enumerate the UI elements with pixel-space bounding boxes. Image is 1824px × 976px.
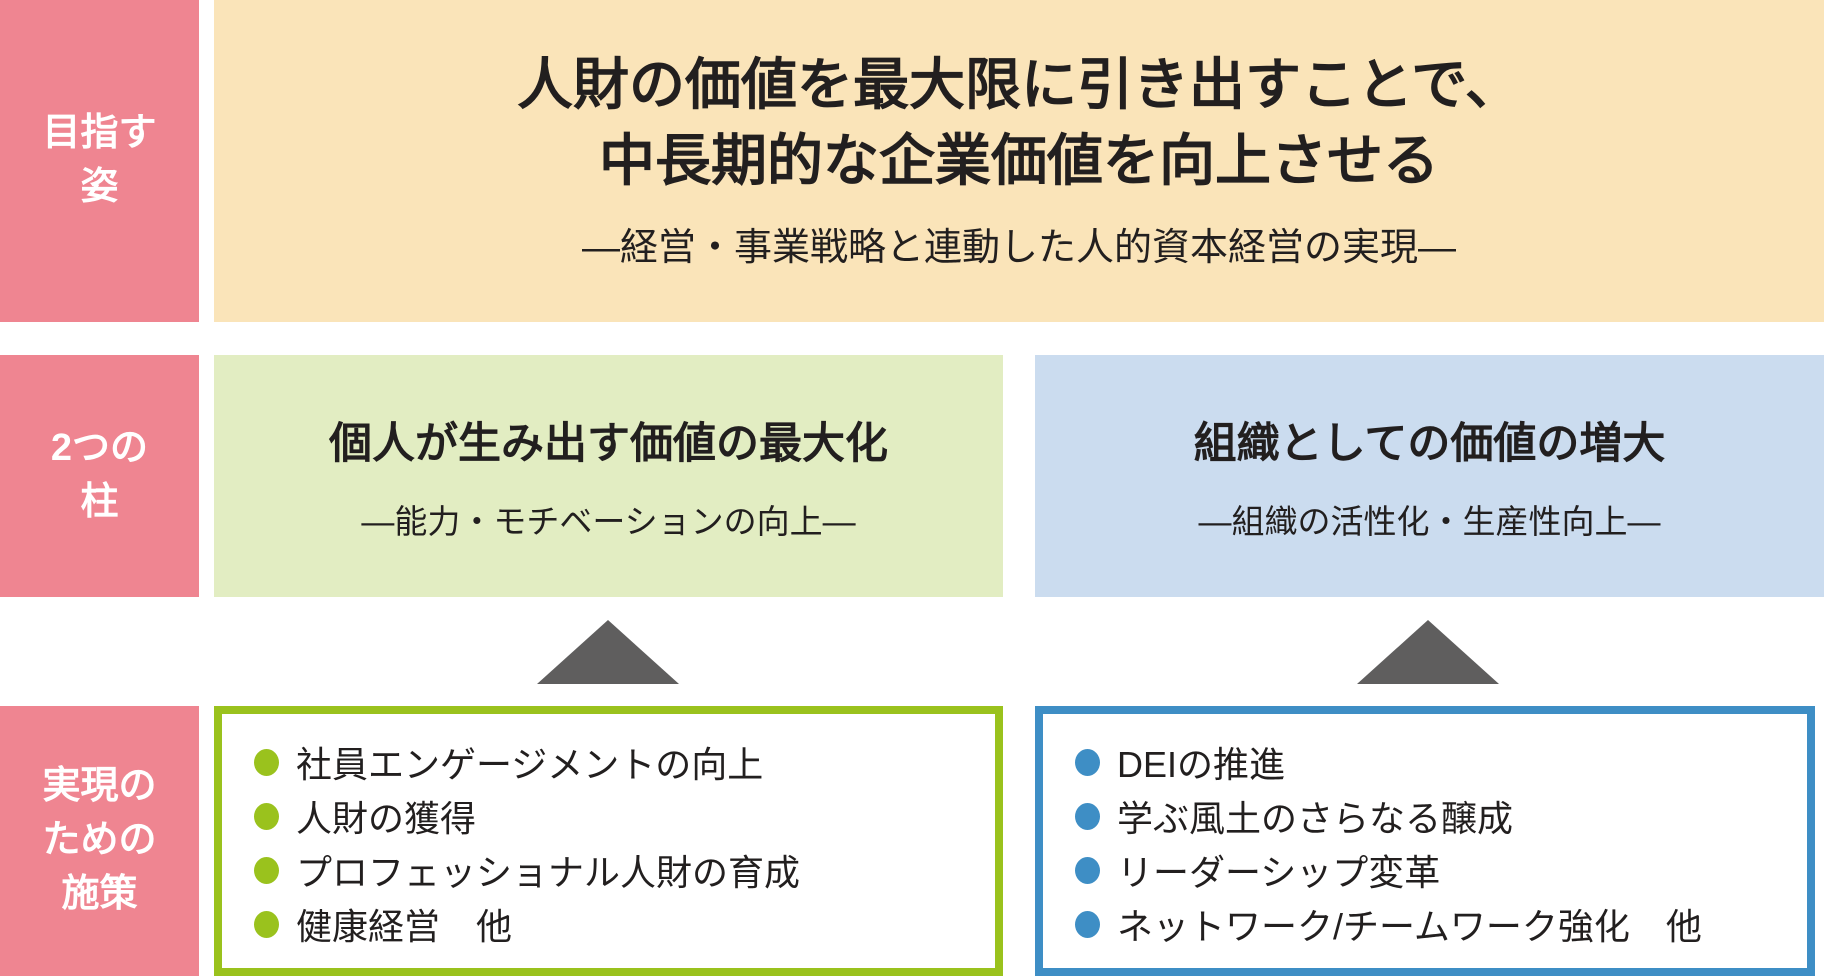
- pillar-organization-title: 組織としての価値の増大: [1193, 420, 1666, 468]
- measures-individual-list: 社員エンゲージメントの向上 人財の獲得 プロフェッショナル人財の育成 健康経営 …: [254, 735, 987, 951]
- measure-item-label: リーダーシップ変革: [1117, 852, 1441, 893]
- vision-title-line1: 人財の価値を最大限に引き出すことで、: [516, 53, 1522, 117]
- bullet-icon: [1075, 856, 1100, 884]
- measure-item: ネットワーク/チームワーク強化 他: [1075, 897, 1799, 951]
- vision-title-line2: 中長期的な企業価値を向上させる: [599, 128, 1439, 192]
- measure-item-label: 人財の獲得: [296, 798, 477, 839]
- measures-organization-box: DEIの推進 学ぶ風土のさらなる醸成 リーダーシップ変革 ネットワーク/チームワ…: [1035, 706, 1815, 976]
- bullet-icon: [254, 748, 279, 776]
- row-label-vision-line2: 姿: [80, 166, 119, 208]
- measure-item: 健康経営 他: [254, 897, 987, 951]
- vision-box: 人財の価値を最大限に引き出すことで、 中長期的な企業価値を向上させる ―経営・事…: [214, 0, 1824, 322]
- bullet-icon: [1075, 748, 1100, 776]
- measure-item: 社員エンゲージメントの向上: [254, 735, 987, 789]
- measures-organization-list: DEIの推進 学ぶ風土のさらなる醸成 リーダーシップ変革 ネットワーク/チームワ…: [1075, 735, 1799, 951]
- measure-item: 人財の獲得: [254, 789, 987, 843]
- up-triangle-left-icon: [537, 620, 679, 684]
- measure-item: 学ぶ風土のさらなる醸成: [1075, 789, 1799, 843]
- row-label-measures: 実現の ための 施策: [0, 706, 199, 976]
- measure-item-label: 社員エンゲージメントの向上: [296, 744, 764, 785]
- row-label-vision-line1: 目指す: [42, 112, 157, 155]
- pillar-individual-subtitle: ―能力・モチベーションの向上―: [361, 503, 856, 540]
- measure-item-label: 健康経営 他: [296, 906, 513, 947]
- pillar-individual-box: 個人が生み出す価値の最大化 ―能力・モチベーションの向上―: [214, 355, 1003, 597]
- measure-item-label: DEIの推進: [1117, 744, 1286, 785]
- measure-item-label: ネットワーク/チームワーク強化 他: [1117, 906, 1702, 947]
- row-label-measures-line2: ための: [42, 819, 157, 862]
- bullet-icon: [254, 910, 279, 938]
- bullet-icon: [254, 802, 279, 830]
- measure-item: リーダーシップ変革: [1075, 843, 1799, 897]
- row-label-vision: 目指す 姿: [0, 0, 199, 322]
- bullet-icon: [1075, 802, 1100, 830]
- bullet-icon: [1075, 910, 1100, 938]
- pillar-individual-title: 個人が生み出す価値の最大化: [329, 420, 888, 468]
- measure-item: DEIの推進: [1075, 735, 1799, 789]
- row-label-pillars: 2つの 柱: [0, 355, 199, 597]
- vision-title: 人財の価値を最大限に引き出すことで、 中長期的な企業価値を向上させる: [517, 47, 1521, 197]
- row-label-measures-line3: 施策: [61, 872, 138, 915]
- row-label-measures-line1: 実現の: [42, 765, 157, 808]
- measure-item-label: プロフェッショナル人財の育成: [296, 852, 801, 893]
- bullet-icon: [254, 856, 279, 884]
- pillar-organization-subtitle: ―組織の活性化・生産性向上―: [1198, 503, 1661, 540]
- row-label-pillars-line2: 柱: [80, 481, 119, 523]
- vision-subtitle: ―経営・事業戦略と連動した人的資本経営の実現―: [581, 226, 1456, 269]
- measure-item-label: 学ぶ風土のさらなる醸成: [1117, 798, 1514, 839]
- up-triangle-right-icon: [1357, 620, 1499, 684]
- measure-item: プロフェッショナル人財の育成: [254, 843, 987, 897]
- pillar-organization-box: 組織としての価値の増大 ―組織の活性化・生産性向上―: [1035, 355, 1824, 597]
- row-label-pillars-line1: 2つの: [50, 427, 149, 470]
- measures-individual-box: 社員エンゲージメントの向上 人財の獲得 プロフェッショナル人財の育成 健康経営 …: [214, 706, 1003, 976]
